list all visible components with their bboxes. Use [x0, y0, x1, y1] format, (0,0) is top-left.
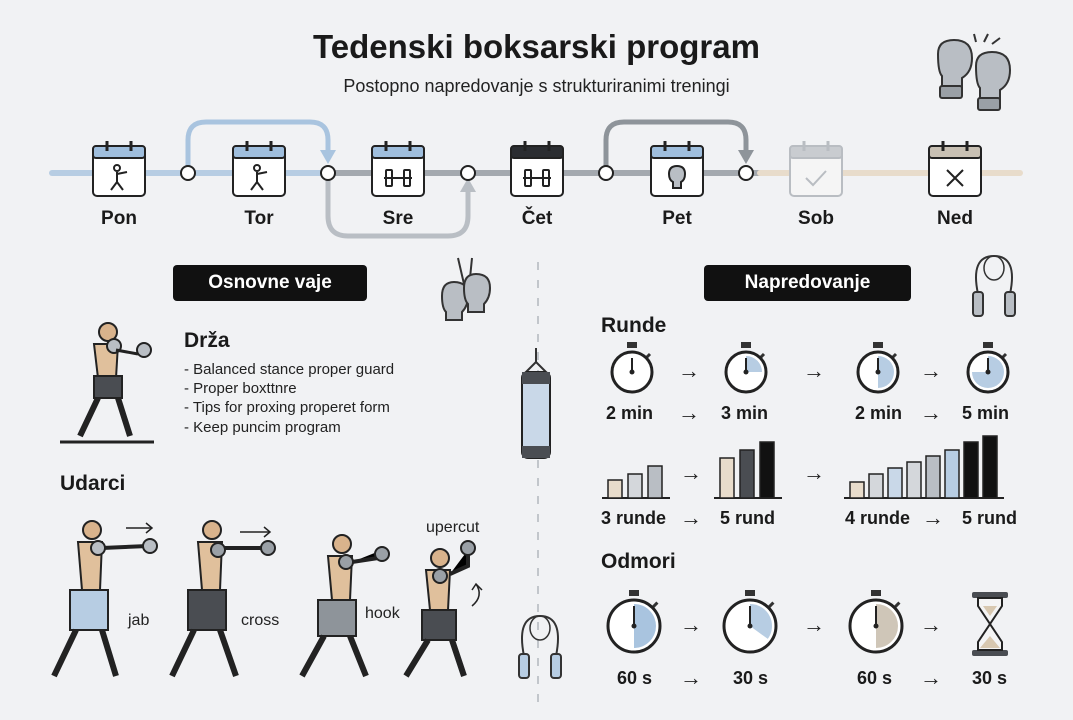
- arrow-icon: →: [680, 460, 702, 485]
- round-duration: 2 min: [855, 403, 903, 423]
- arrow-icon: →: [920, 612, 942, 637]
- round-bar: [963, 441, 979, 499]
- round-bar: [607, 479, 623, 499]
- day-label-ned: Ned: [937, 208, 973, 229]
- cross-calendar: [928, 141, 982, 197]
- round-bar: [925, 455, 941, 499]
- arrow-icon: →: [678, 358, 700, 383]
- dumbbell-icon: [384, 169, 412, 187]
- round-duration: 2 min: [606, 403, 654, 423]
- rounds-title: Runde: [601, 314, 667, 337]
- round-bar: [739, 449, 755, 499]
- boxing-gloves-icon: [936, 33, 1012, 111]
- round-bar: [627, 473, 643, 499]
- stance-boxer-figure: [60, 322, 154, 444]
- stopwatch-icon: [722, 590, 778, 654]
- punch-label-cross: cross: [241, 612, 280, 629]
- rest-value: 60 s: [617, 668, 653, 688]
- arrow-icon: →: [803, 460, 825, 485]
- stance-bullet: - Balanced stance proper guard: [184, 361, 395, 378]
- punch-figures: [51, 520, 483, 678]
- jump-rope-icon: [972, 254, 1016, 317]
- check-icon: [805, 170, 827, 187]
- round-bar: [887, 467, 903, 499]
- rest-value: 30 s: [972, 668, 1008, 688]
- stopwatch-icon: [966, 342, 1010, 394]
- punches-title: Udarci: [60, 472, 126, 495]
- arrow-icon: →: [920, 400, 942, 425]
- round-count: 5 rund: [720, 508, 776, 528]
- jump-rope-icon: [518, 614, 562, 679]
- stopwatch-icon: [724, 342, 768, 394]
- round-bar: [719, 457, 735, 499]
- page-title: Tedenski boksarski program: [313, 28, 760, 65]
- day-label-sob: Sob: [798, 208, 834, 229]
- round-bar: [906, 461, 922, 499]
- round-duration: 3 min: [721, 403, 769, 423]
- round-count: 4 runde: [845, 508, 911, 528]
- arrow-icon: →: [803, 358, 825, 383]
- check-calendar: [789, 141, 843, 197]
- rest-value: 60 s: [857, 668, 893, 688]
- round-bar: [944, 449, 960, 499]
- boxer-calendar: [232, 141, 286, 197]
- arrow-icon: →: [920, 358, 942, 383]
- rest-timers: [606, 590, 904, 654]
- rest-value: 30 s: [733, 668, 769, 688]
- round-count: 3 runde: [601, 508, 667, 528]
- arrow-icon: →: [678, 400, 700, 425]
- day-calendars: [92, 141, 982, 197]
- boxer-calendar: [92, 141, 146, 197]
- stance-bullet: - Tips for proxing properet form: [184, 399, 390, 416]
- round-timers: [610, 342, 1010, 394]
- round-bar: [647, 465, 663, 499]
- punching-bag-icon: [521, 348, 551, 459]
- boxer-icon: [110, 164, 128, 191]
- round-bar: [868, 473, 884, 499]
- hanging-gloves-icon: [440, 257, 492, 321]
- day-label-pet: Pet: [662, 208, 692, 229]
- round-bars: [602, 435, 1004, 499]
- day-label-tor: Tor: [244, 208, 274, 229]
- stopwatch-icon: [848, 590, 904, 654]
- boxing-glove-calendar: [650, 141, 704, 197]
- arrow-icon: →: [920, 665, 942, 690]
- page-subtitle: Postopno napredovanje s strukturiranimi …: [343, 76, 730, 96]
- boxing-glove-icon: [667, 164, 687, 189]
- stopwatch-icon: [856, 342, 900, 394]
- round-bar: [982, 435, 998, 499]
- stance-title: Drža: [184, 329, 230, 352]
- boxer-icon: [250, 164, 268, 191]
- dumbbell-icon: [523, 169, 551, 187]
- stopwatch-icon: [606, 590, 662, 654]
- day-label-cet: Čet: [521, 208, 553, 229]
- hourglass-icon: [972, 592, 1008, 656]
- round-bar: [849, 481, 865, 499]
- column-divider: [537, 262, 539, 702]
- rests-title: Odmori: [601, 550, 676, 573]
- dumbbell-calendar: [510, 141, 564, 197]
- round-bar: [759, 441, 775, 499]
- punch-label-upercut: upercut: [426, 519, 480, 536]
- basics-heading: Osnovne vaje: [173, 265, 367, 301]
- round-duration: 5 min: [962, 403, 1010, 423]
- arrow-icon: →: [680, 665, 702, 690]
- day-label-pon: Pon: [101, 208, 137, 229]
- punch-label-jab: jab: [128, 612, 150, 629]
- arrow-icon: →: [680, 505, 702, 530]
- punch-label-hook: hook: [365, 605, 400, 622]
- arrow-icon: →: [680, 612, 702, 637]
- progression-heading: Napredovanje: [704, 265, 911, 301]
- stance-bullet: - Keep puncim program: [184, 419, 341, 436]
- arrow-icon: →: [803, 612, 825, 637]
- stance-bullet: - Proper boxttnre: [184, 380, 297, 397]
- day-label-sre: Sre: [382, 208, 414, 229]
- round-count: 5 rund: [962, 508, 1018, 528]
- cross-icon: [946, 169, 964, 187]
- arrow-icon: →: [922, 505, 944, 530]
- stopwatch-icon: [610, 342, 654, 394]
- dumbbell-calendar: [371, 141, 425, 197]
